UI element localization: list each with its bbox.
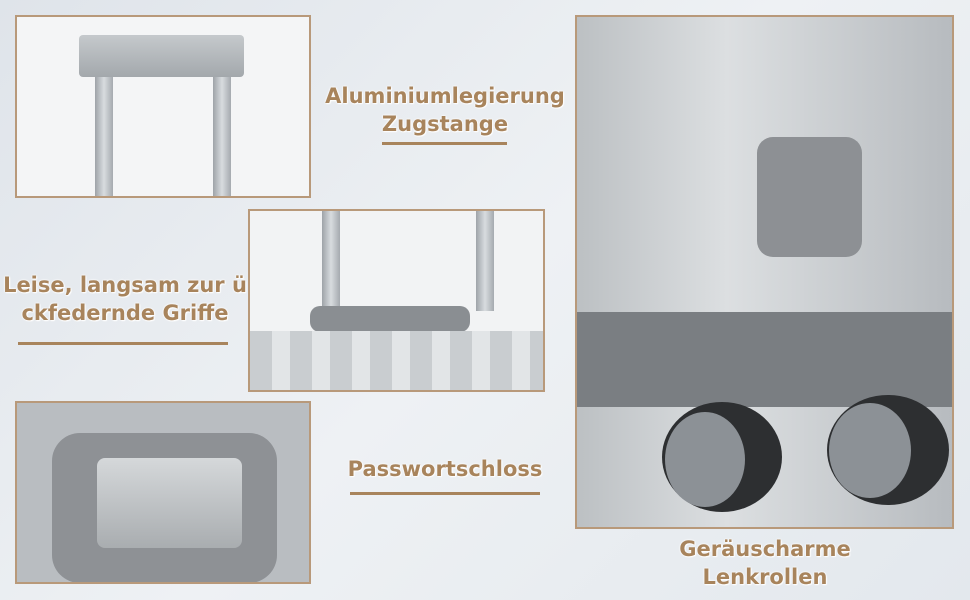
label-handle-line1: Aluminiumlegierung [325, 84, 565, 108]
underline-handle [382, 142, 507, 145]
underline-grip [18, 342, 228, 345]
label-handle-line2: Zugstange [381, 112, 509, 136]
label-wheels: Geräuscharme Lenkrollen [660, 535, 870, 591]
handle-tube-right [213, 77, 231, 196]
bottom-trim [577, 312, 952, 407]
label-wheels-line2: Lenkrollen [702, 565, 828, 589]
grip-tube-right [476, 211, 494, 311]
lock-body [97, 458, 242, 548]
label-grip: Leise, langsam zur ü ckfedernde Griffe [0, 271, 250, 327]
lock-side [757, 137, 862, 257]
wheel-left-hub [665, 412, 745, 507]
grip-tube-left [322, 211, 340, 311]
grip-photo [248, 209, 545, 392]
handle-bar [79, 35, 244, 77]
label-grip-line2: ckfedernde Griffe [21, 301, 229, 325]
label-lock: Passwortschloss [347, 457, 543, 481]
wheels-photo [575, 15, 954, 529]
underline-lock [350, 492, 540, 495]
label-grip-line1: Leise, langsam zur ü [3, 273, 247, 297]
case-top [250, 331, 543, 390]
grip-handle [310, 306, 470, 332]
wheel-right-hub [829, 403, 911, 498]
lock-photo [15, 401, 311, 584]
label-handle: Aluminiumlegierung Zugstange [310, 82, 580, 138]
label-wheels-line1: Geräuscharme [679, 537, 851, 561]
handle-tube-left [95, 77, 113, 196]
handle-photo [15, 15, 311, 198]
